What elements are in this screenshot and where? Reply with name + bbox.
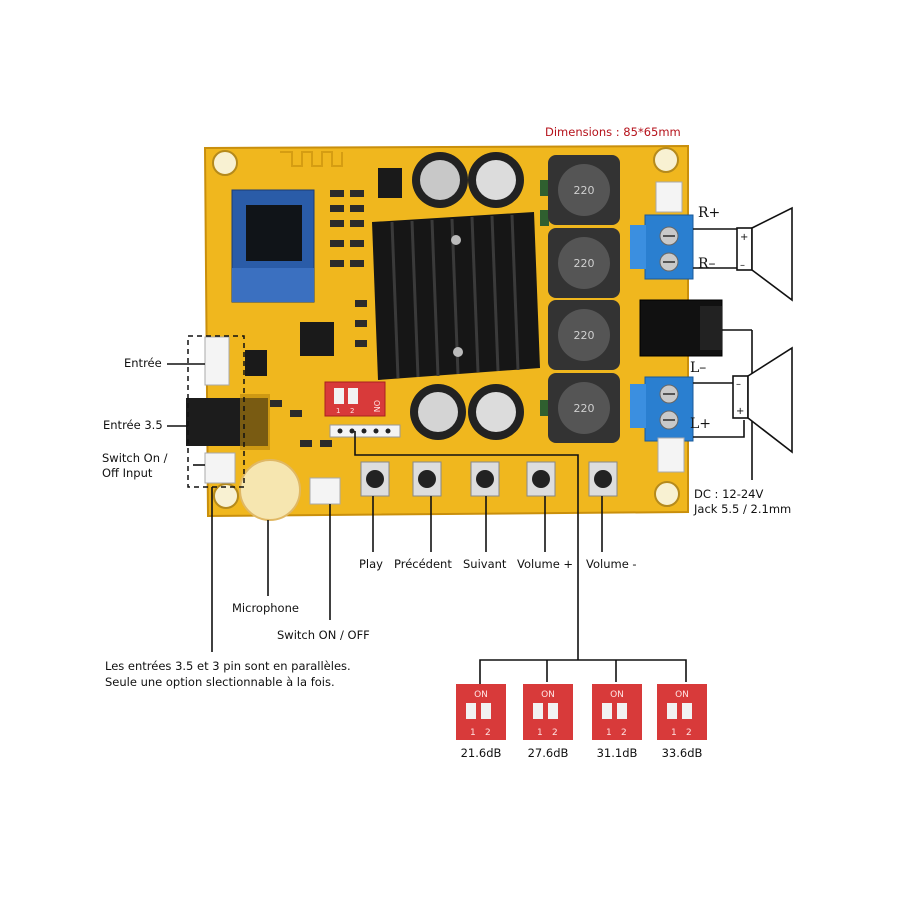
heatsink bbox=[372, 212, 540, 380]
inductors: 220 220 220 220 bbox=[548, 155, 620, 443]
gain-dip-switch: ON 1 2 bbox=[523, 684, 573, 740]
entree-35-label: Entrée 3.5 bbox=[103, 418, 163, 432]
push-buttons bbox=[360, 461, 618, 497]
gain-dip-on-text: ON bbox=[541, 690, 555, 700]
speaker-left-icon: – + bbox=[732, 346, 793, 454]
gain-dip-n2-text: 2 bbox=[686, 728, 692, 738]
svg-text:–: – bbox=[740, 260, 745, 271]
gain-label-27-6: 27.6dB bbox=[527, 746, 569, 760]
gain-dip-switch: ON 1 2 bbox=[657, 684, 707, 740]
gain-dip-on-text: ON bbox=[675, 690, 689, 700]
gain-label-31-1: 31.1dB bbox=[596, 746, 638, 760]
microphone-outline bbox=[239, 459, 301, 521]
button-label-play: Play bbox=[359, 557, 383, 571]
gain-dip-n2-text: 2 bbox=[621, 728, 627, 738]
gain-dip-on-text: ON bbox=[610, 690, 624, 700]
speaker-terminals bbox=[630, 214, 694, 442]
gain-dip-on-text: ON bbox=[474, 690, 488, 700]
svg-text:–: – bbox=[736, 379, 741, 390]
gain-dip-switch: ON 1 2 bbox=[456, 684, 506, 740]
inductor-label: 220 bbox=[574, 329, 595, 342]
gain-dip-n1-text: 1 bbox=[470, 728, 476, 738]
note-line2: Seule une option slectionnable à la fois… bbox=[105, 675, 335, 689]
inductor-label: 220 bbox=[574, 257, 595, 270]
header-pins bbox=[329, 424, 401, 438]
button-label-precedent: Précédent bbox=[394, 557, 452, 571]
speaker-l-plus: L+ bbox=[690, 416, 712, 432]
gain-dip-n1-text: 1 bbox=[671, 728, 677, 738]
inductor-label: 220 bbox=[574, 402, 595, 415]
board-dip-n2-text: 2 bbox=[350, 407, 354, 415]
microphone-label: Microphone bbox=[232, 601, 299, 615]
power-label-line1: DC : 12-24V bbox=[694, 487, 764, 501]
audio-jack-35 bbox=[186, 394, 270, 450]
entree-label: Entrée bbox=[124, 356, 162, 370]
power-label-line2: Jack 5.5 / 2.1mm bbox=[694, 502, 792, 516]
note-line1: Les entrées 3.5 et 3 pin sont en parallè… bbox=[105, 659, 351, 673]
inductor-label: 220 bbox=[574, 184, 595, 197]
gain-dip-n2-text: 2 bbox=[552, 728, 558, 738]
speaker-r-plus: R+ bbox=[698, 205, 721, 221]
svg-text:+: + bbox=[740, 232, 748, 243]
leader-lines bbox=[167, 228, 753, 690]
gain-dip-switch: ON 1 2 bbox=[592, 684, 642, 740]
gain-dip-n1-text: 1 bbox=[537, 728, 543, 738]
button-label-volume-plus: Volume + bbox=[517, 557, 574, 571]
switch-onoff-label: Switch ON / OFF bbox=[277, 628, 370, 642]
gain-dip-n1-text: 1 bbox=[606, 728, 612, 738]
input-group-box bbox=[187, 335, 245, 488]
gain-label-21-6: 21.6dB bbox=[460, 746, 502, 760]
gain-dip-n2-text: 2 bbox=[485, 728, 491, 738]
speaker-r-minus: R– bbox=[698, 256, 716, 272]
gain-dip-switches: ON 1 2 ON 1 2 ON 1 2 ON 1 2 bbox=[456, 684, 707, 740]
electrolytic-capacitors bbox=[410, 152, 524, 440]
speaker-l-minus: L– bbox=[690, 360, 707, 376]
smd-components bbox=[245, 168, 549, 447]
svg-text:+: + bbox=[736, 406, 744, 417]
button-label-volume-minus: Volume - bbox=[586, 557, 637, 571]
gain-label-33-6: 33.6dB bbox=[661, 746, 703, 760]
board-dip-n1-text: 1 bbox=[336, 407, 340, 415]
board-dip-on-text: ON bbox=[372, 400, 381, 412]
speaker-right-icon: + – bbox=[736, 206, 793, 302]
board-dip-switch: ON 1 2 bbox=[324, 381, 386, 417]
switch-input-label-line1: Switch On / bbox=[102, 451, 168, 465]
switch-input-label-line2: Off Input bbox=[102, 466, 153, 480]
dimensions-label: Dimensions : 85*65mm bbox=[545, 125, 681, 139]
bluetooth-module bbox=[231, 189, 315, 303]
dc-jack bbox=[639, 299, 723, 357]
button-label-suivant: Suivant bbox=[463, 557, 507, 571]
